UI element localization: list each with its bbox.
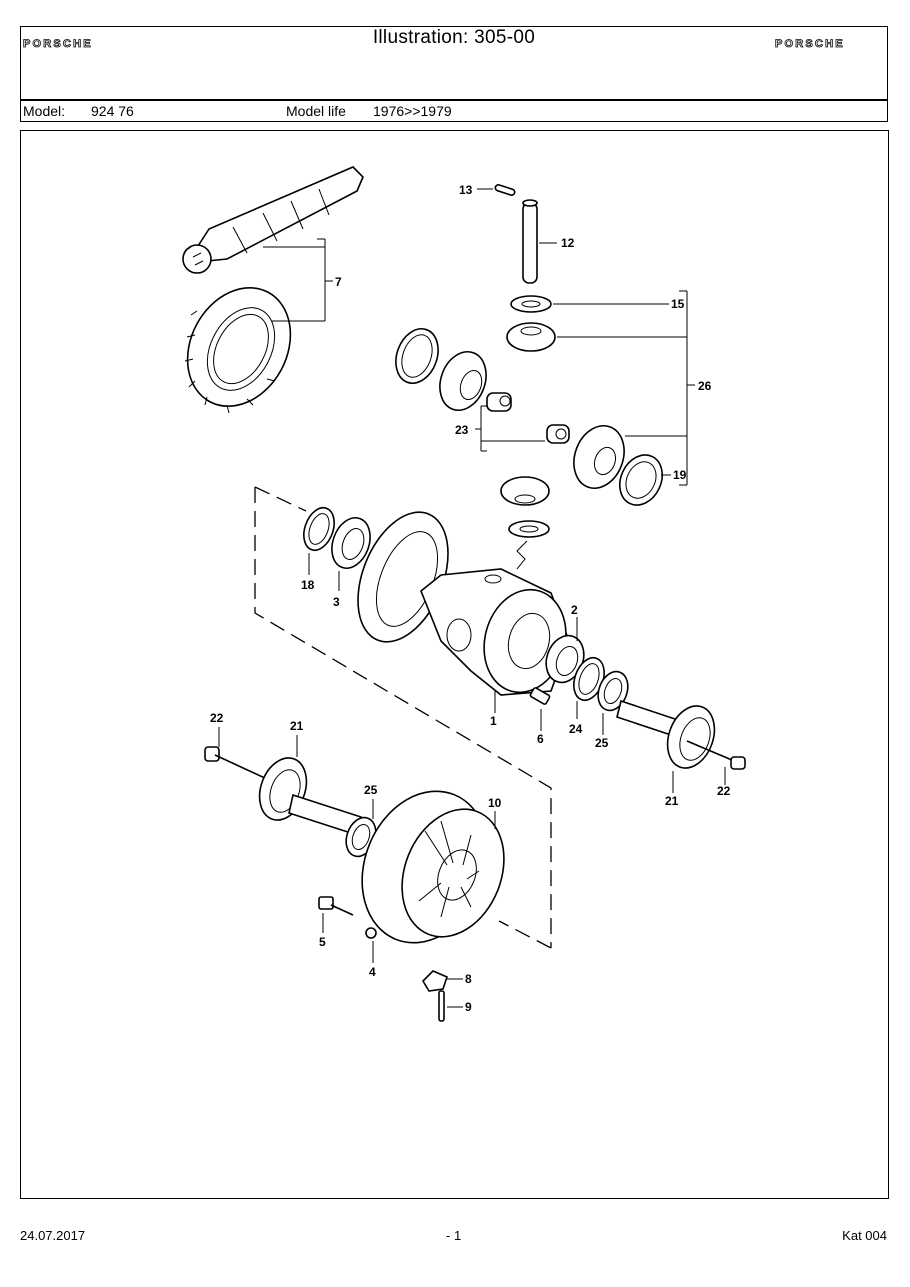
thrust-washer-19 [619,454,671,506]
roll-pin [477,184,516,196]
callout-bracket-26 [679,290,695,486]
differential-pinion-gear-lower [500,476,550,506]
callout-21-right: 21 [665,794,679,808]
illustration-frame: 7 13 12 15 26 23 19 18 3 2 1 6 24 25 22 … [20,130,889,1199]
side-cover [361,790,505,944]
callout-25-left: 25 [364,783,378,797]
cover-mount-4 [365,927,377,939]
ring-gear [184,287,292,414]
pin-path-indicator [516,540,528,570]
pinion-shaft [182,166,364,274]
callout-19: 19 [673,468,687,482]
porsche-logo-left: PORSCHE [23,38,93,49]
footer-date: 24.07.2017 [20,1228,86,1243]
spacer-23-upper [486,392,512,412]
callout-18: 18 [301,578,315,592]
model-value: 924 76 [91,103,134,119]
model-row: Model: 924 76 Model life 1976>>1979 [21,101,887,121]
callout-6: 6 [537,732,544,746]
output-flange-left [258,735,362,837]
header-divider [21,99,887,101]
model-life-value: 1976>>1979 [373,103,452,119]
output-flange-right [616,699,716,793]
callout-4: 4 [369,965,376,979]
flange-bolt-22-left [204,727,268,780]
brand-text-right: PORSCHE [775,38,845,49]
callout-bracket-7 [263,238,333,322]
callout-labels: 7 13 12 15 26 23 19 18 3 2 1 6 24 25 22 … [210,183,731,1014]
bolt-6 [529,687,551,731]
callout-21-left: 21 [290,719,304,733]
callout-23: 23 [455,423,469,437]
callout-13: 13 [459,183,473,197]
brand-text-left: PORSCHE [23,38,93,49]
side-gear-left [439,351,487,411]
thrust-washer-15 [510,295,669,313]
header-box: PORSCHE Illustration: 305-00 PORSCHE Mod… [20,26,888,122]
callout-10: 10 [488,796,502,810]
callout-12: 12 [561,236,575,250]
plug-8 [421,970,463,992]
spacer-23-lower [546,424,570,444]
footer-page-number: - 1 [446,1228,462,1243]
exploded-parts-diagram: 7 13 12 15 26 23 19 18 3 2 1 6 24 25 22 … [182,166,746,1022]
callout-22-left: 22 [210,711,224,725]
callout-24: 24 [569,722,583,736]
callout-9: 9 [465,1000,472,1014]
bearing-3-left [331,517,371,591]
callout-25-right: 25 [595,736,609,750]
thrust-washer-left [395,328,439,384]
footer-catalog: Kat 004 [842,1228,887,1243]
seal-18 [303,506,335,575]
flange-bolt-22-right [686,740,746,785]
callout-3: 3 [333,595,340,609]
bolt-5 [318,896,354,933]
callout-2: 2 [571,603,578,617]
side-gear-right [573,425,687,489]
callout-1: 1 [490,714,497,728]
bearing-2-right [545,617,585,684]
porsche-logo-right: PORSCHE [775,38,845,49]
callout-5: 5 [319,935,326,949]
callout-8: 8 [465,972,472,986]
differential-case [420,568,570,713]
callout-22-right: 22 [717,784,731,798]
callout-26: 26 [698,379,712,393]
differential-pinion-gear-upper [506,322,687,352]
differential-pin [522,199,557,284]
callout-bracket-23 [475,405,545,452]
model-life-label: Model life [286,103,346,119]
assembly-dashed-outline [254,486,552,949]
thrust-washer-lower [508,520,550,538]
page-title: Illustration: 305-00 [372,27,536,48]
pin-9 [438,990,463,1022]
callout-15: 15 [671,297,685,311]
callout-7: 7 [335,275,342,289]
model-label: Model: [23,103,66,119]
